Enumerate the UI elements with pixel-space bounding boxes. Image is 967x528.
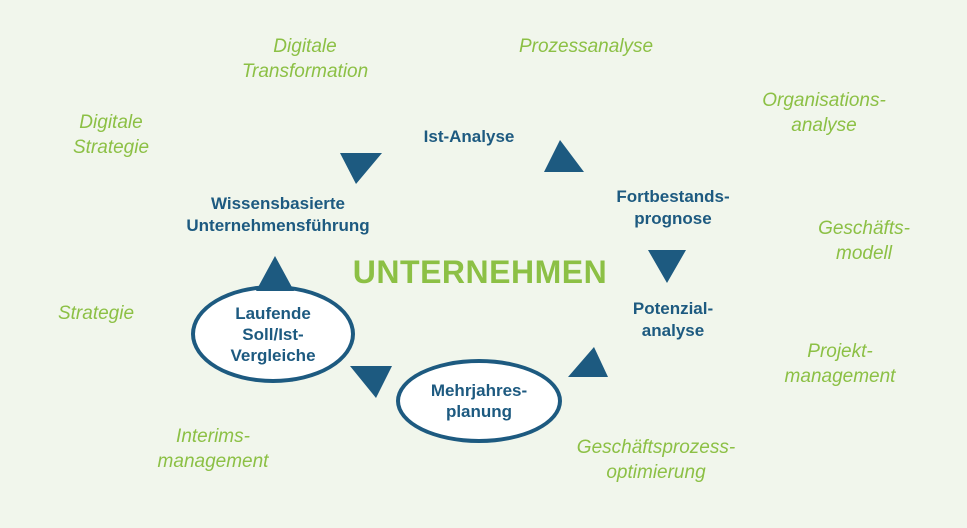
arrow-to-potenzialanalyse-icon [648, 250, 686, 283]
label-projektmanagement: Projekt- management [784, 341, 896, 387]
label-organisationsanalyse: Organisations- analyse [762, 90, 886, 136]
label-prozessanalyse: Prozessanalyse [518, 36, 654, 57]
label-geschaeftsprozessoptimierung: Geschäftsprozess- optimierung [576, 437, 736, 483]
arrow-to-mehrjahresplanung-icon [568, 347, 608, 377]
oval-mehrjahresplanung: Mehrjahres- planung [396, 359, 562, 443]
label-digitale-strategie: Digitale Strategie [72, 112, 150, 158]
step-ist-analyse: Ist-Analyse [423, 127, 515, 146]
arrow-to-soll-ist-vergleiche-icon [350, 366, 392, 398]
label-geschaeftsmodell: Geschäfts- modell [818, 218, 910, 264]
label-strategie: Strategie [57, 303, 135, 324]
arrow-from-wissensbasierte-icon [340, 153, 382, 184]
oval-soll-ist-vergleiche: Laufende Soll/Ist- Vergleiche [191, 285, 355, 383]
label-digitale-transformation: Digitale Transformation [241, 36, 369, 82]
center-title: UNTERNEHMEN [352, 254, 608, 290]
step-fortbestandsprognose: Fortbestands- prognose [616, 187, 730, 228]
arrow-to-wissensbasierte-icon [256, 256, 294, 291]
step-potenzialanalyse: Potenzial- analyse [632, 299, 714, 340]
arrow-to-ist-analyse-icon [544, 140, 584, 172]
label-interimsmanagement: Interims- management [157, 426, 269, 472]
step-wissensbasierte-unternehmensfuehrung: Wissensbasierte Unternehmensführung [186, 194, 370, 235]
